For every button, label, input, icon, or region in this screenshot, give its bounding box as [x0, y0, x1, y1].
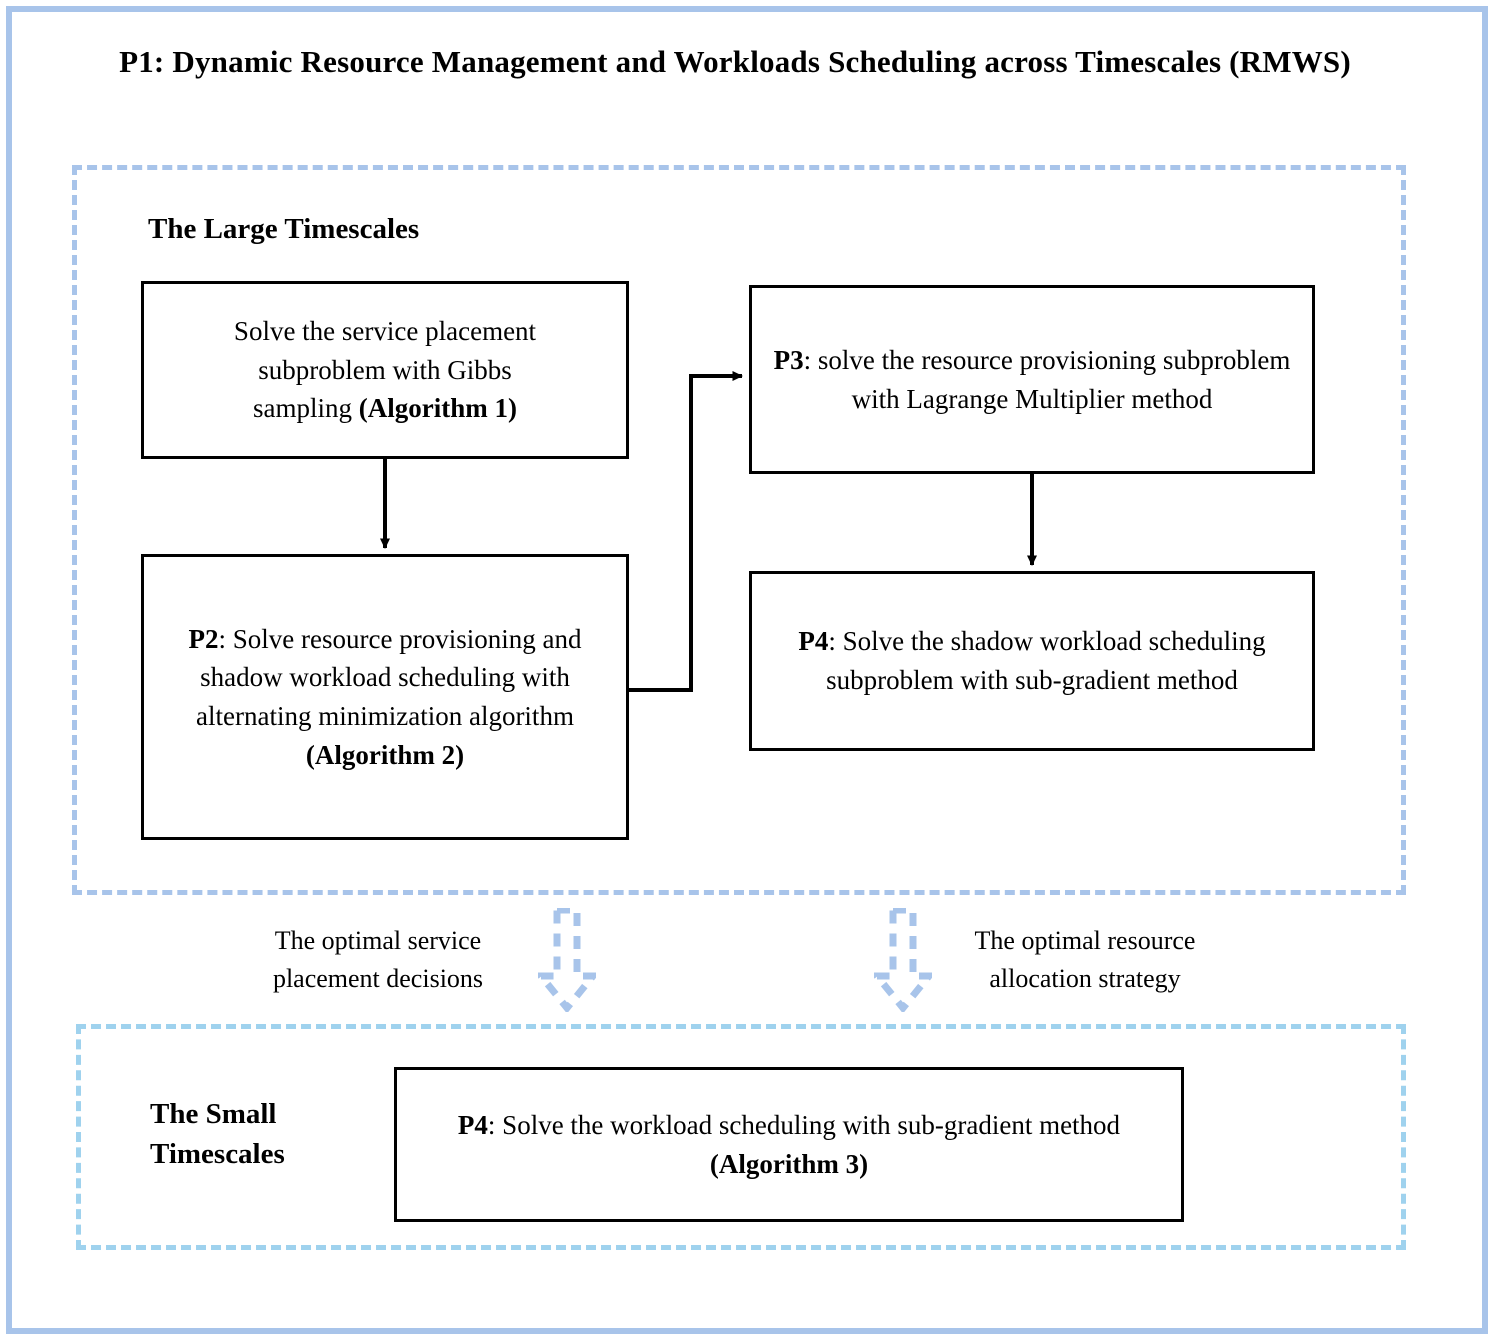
down-arrow-icon-resource-allocation [874, 908, 932, 1012]
p4-small-box[interactable]: P4: Solve the workload scheduling with s… [394, 1067, 1184, 1222]
p4-large-box[interactable]: P4: Solve the shadow workload scheduling… [749, 571, 1315, 751]
transition-label-resource-allocation: The optimal resource allocation strategy [974, 926, 1196, 993]
p4-large-body: : Solve the shadow workload scheduling s… [826, 626, 1266, 695]
p2-label: P2 [188, 623, 219, 654]
large-timescales-heading: The Large Timescales [148, 213, 420, 245]
outer-frame [6, 6, 1488, 1334]
p2-tag: (Algorithm 2) [305, 739, 465, 770]
algorithm1-line3: sampling [253, 393, 359, 424]
p4-large-label: P4 [798, 626, 829, 657]
small-timescales-container [76, 1024, 1406, 1250]
algorithm1-box[interactable]: Solve the service placement subproblem w… [141, 281, 629, 459]
p2-box[interactable]: P2: Solve resource provisioning and shad… [141, 554, 629, 840]
p4-small-tag: (Algorithm 3) [709, 1148, 869, 1179]
p3-label: P3 [773, 344, 804, 375]
p3-box[interactable]: P3: solve the resource provisioning subp… [749, 285, 1315, 474]
algorithm1-line1: Solve the service placement [233, 316, 537, 347]
p3-body: : solve the resource provisioning subpro… [803, 344, 1291, 414]
small-timescales-heading: The Small Timescales [150, 1098, 285, 1171]
transition-label-service-placement: The optimal service placement decisions [272, 926, 484, 993]
p4-small-body: : Solve the workload scheduling with sub… [487, 1109, 1121, 1140]
down-arrow-icon-service-placement [538, 908, 596, 1012]
algorithm1-tag: (Algorithm 1) [358, 393, 517, 424]
p2-body: : Solve resource provisioning and shadow… [196, 623, 582, 731]
p4-small-label: P4 [457, 1109, 488, 1140]
large-timescales-container [72, 165, 1406, 895]
page-title: P1: Dynamic Resource Management and Work… [119, 44, 1351, 79]
algorithm1-line2: subproblem with Gibbs [258, 354, 512, 385]
